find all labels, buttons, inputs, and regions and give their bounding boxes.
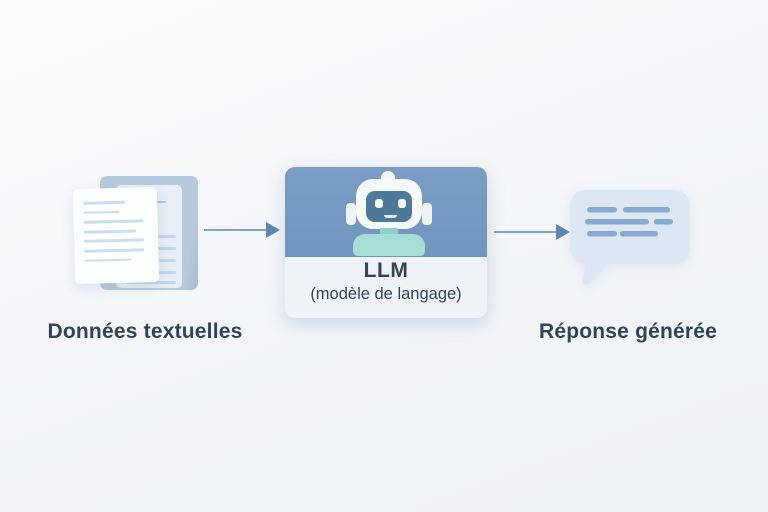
robot-ear-left bbox=[346, 203, 356, 225]
robot-antenna bbox=[381, 171, 395, 181]
llm-title: LLM bbox=[363, 259, 409, 282]
robot-icon bbox=[344, 171, 434, 257]
arrow-shaft bbox=[494, 231, 558, 233]
bubble-body bbox=[569, 190, 690, 285]
chat-bubble-icon bbox=[569, 190, 690, 285]
arrow-input-to-llm bbox=[204, 222, 282, 238]
document-text-line bbox=[83, 200, 126, 205]
robot-neck bbox=[380, 228, 398, 235]
robot-eye-left bbox=[375, 199, 383, 208]
document-text-line bbox=[84, 238, 145, 243]
llm-card-label-area: LLM (modèle de langage) bbox=[285, 259, 487, 305]
document-text-line bbox=[126, 281, 176, 284]
robot-body bbox=[353, 234, 425, 256]
arrow-head-icon bbox=[556, 224, 570, 240]
input-node-label: Données textuelles bbox=[47, 320, 243, 343]
llm-node-card: LLM (modèle de langage) bbox=[285, 167, 487, 318]
document-sheet-front bbox=[72, 186, 160, 285]
bubble-text-lines bbox=[585, 207, 673, 237]
document-text-line bbox=[84, 258, 132, 263]
arrow-head-icon bbox=[266, 222, 280, 238]
output-node-label: Réponse générée bbox=[538, 320, 718, 343]
robot-mouth bbox=[384, 215, 397, 218]
robot-ear-right bbox=[422, 203, 432, 225]
output-node-chat-bubble-icon bbox=[566, 186, 696, 288]
document-text-line bbox=[83, 210, 120, 215]
arrow-llm-to-output bbox=[494, 224, 572, 240]
llm-subtitle: (modèle de langage) bbox=[310, 285, 462, 303]
document-text-line bbox=[83, 229, 136, 234]
mini-text-dash bbox=[156, 201, 166, 203]
robot-eye-right bbox=[398, 199, 406, 208]
document-text-line bbox=[84, 248, 145, 253]
llm-card-header bbox=[285, 167, 487, 257]
input-node-documents-icon bbox=[70, 170, 210, 296]
arrow-shaft bbox=[204, 229, 268, 231]
document-text-line bbox=[83, 219, 144, 224]
